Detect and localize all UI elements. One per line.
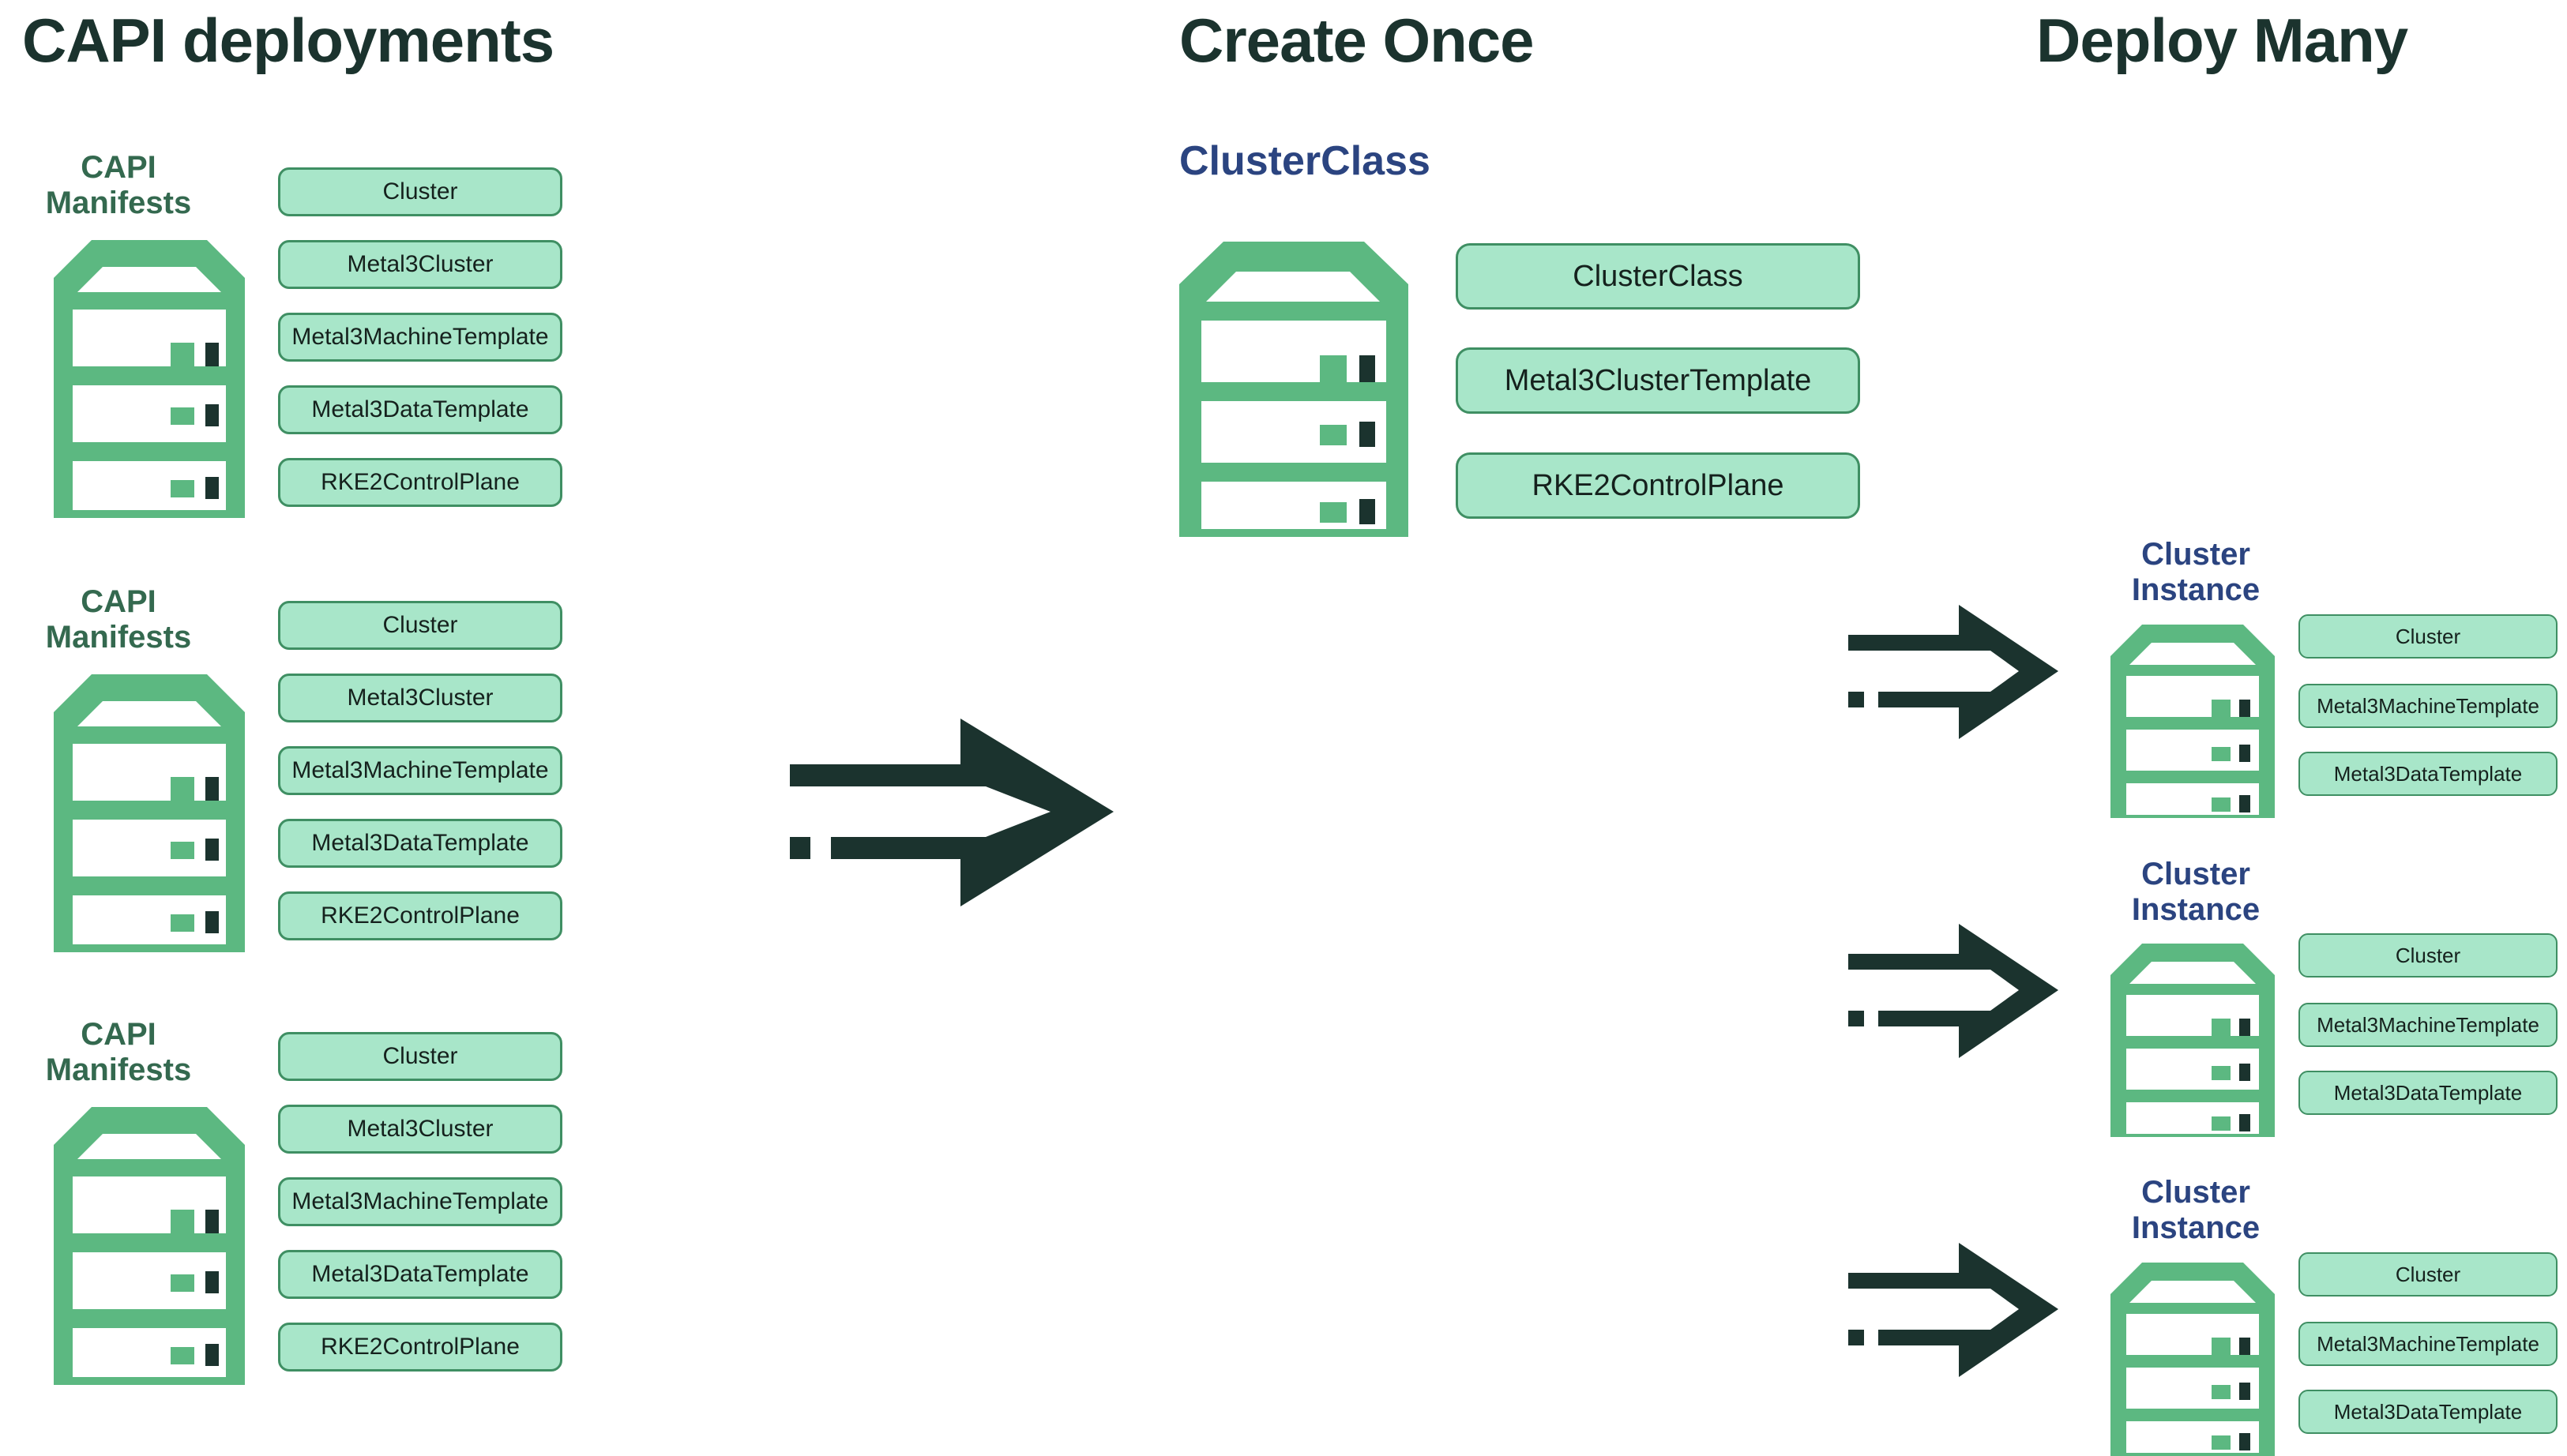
resource-pill[interactable]: Metal3Cluster bbox=[278, 1105, 562, 1154]
resource-pill[interactable]: Cluster bbox=[278, 1032, 562, 1081]
resource-pill[interactable]: Metal3DataTemplate bbox=[278, 1250, 562, 1299]
capi-manifests-label-3: CAPI Manifests bbox=[45, 1017, 192, 1087]
capi-manifests-label-1: CAPI Manifests bbox=[45, 150, 192, 220]
resource-pill[interactable]: Metal3DataTemplate bbox=[278, 819, 562, 868]
resource-pill[interactable]: Cluster bbox=[2298, 1252, 2558, 1297]
page-title-capi-deployments: CAPI deployments bbox=[22, 6, 554, 75]
resource-pill[interactable]: Metal3ClusterTemplate bbox=[1456, 347, 1860, 414]
server-rack-icon bbox=[2110, 940, 2275, 1137]
resource-pill[interactable]: Metal3DataTemplate bbox=[278, 385, 562, 434]
deploy-arrow-icon bbox=[1848, 602, 2060, 742]
resource-pill[interactable]: ClusterClass bbox=[1456, 243, 1860, 310]
server-rack-icon bbox=[54, 668, 245, 952]
resource-pill[interactable]: RKE2ControlPlane bbox=[278, 891, 562, 940]
deploy-arrow-icon bbox=[1848, 921, 2060, 1061]
cluster-instance-label-3: Cluster Instance bbox=[2131, 1175, 2261, 1245]
cluster-instance-label-1: Cluster Instance bbox=[2131, 537, 2261, 607]
resource-pill[interactable]: RKE2ControlPlane bbox=[278, 1323, 562, 1372]
resource-pill[interactable]: Metal3Cluster bbox=[278, 674, 562, 722]
server-rack-icon bbox=[2110, 1259, 2275, 1456]
resource-pill[interactable]: Cluster bbox=[278, 167, 562, 216]
transform-arrow-icon bbox=[790, 711, 1122, 916]
resource-pill[interactable]: Metal3MachineTemplate bbox=[2298, 1322, 2558, 1366]
server-rack-icon bbox=[54, 1101, 245, 1385]
capi-manifests-label-2: CAPI Manifests bbox=[45, 584, 192, 655]
cluster-class-label: ClusterClass bbox=[1179, 138, 1430, 184]
resource-pill[interactable]: RKE2ControlPlane bbox=[1456, 452, 1860, 519]
resource-pill[interactable]: Metal3MachineTemplate bbox=[278, 1177, 562, 1226]
resource-pill[interactable]: Cluster bbox=[2298, 614, 2558, 659]
page-title-create-once: Create Once bbox=[1179, 6, 1535, 75]
resource-pill[interactable]: Metal3MachineTemplate bbox=[278, 746, 562, 795]
resource-pill[interactable]: Cluster bbox=[278, 601, 562, 650]
resource-pill[interactable]: Metal3MachineTemplate bbox=[278, 313, 562, 362]
resource-pill[interactable]: Metal3DataTemplate bbox=[2298, 1390, 2558, 1434]
resource-pill[interactable]: Metal3MachineTemplate bbox=[2298, 684, 2558, 728]
server-rack-icon bbox=[1179, 235, 1408, 537]
resource-pill[interactable]: Metal3DataTemplate bbox=[2298, 752, 2558, 796]
resource-pill[interactable]: RKE2ControlPlane bbox=[278, 458, 562, 507]
cluster-instance-label-2: Cluster Instance bbox=[2131, 857, 2261, 927]
resource-pill[interactable]: Metal3DataTemplate bbox=[2298, 1071, 2558, 1115]
server-rack-icon bbox=[54, 234, 245, 518]
resource-pill[interactable]: Metal3Cluster bbox=[278, 240, 562, 289]
resource-pill[interactable]: Metal3MachineTemplate bbox=[2298, 1003, 2558, 1047]
deploy-arrow-icon bbox=[1848, 1240, 2060, 1380]
server-rack-icon bbox=[2110, 621, 2275, 818]
page-title-deploy-many: Deploy Many bbox=[2036, 6, 2408, 75]
resource-pill[interactable]: Cluster bbox=[2298, 933, 2558, 978]
